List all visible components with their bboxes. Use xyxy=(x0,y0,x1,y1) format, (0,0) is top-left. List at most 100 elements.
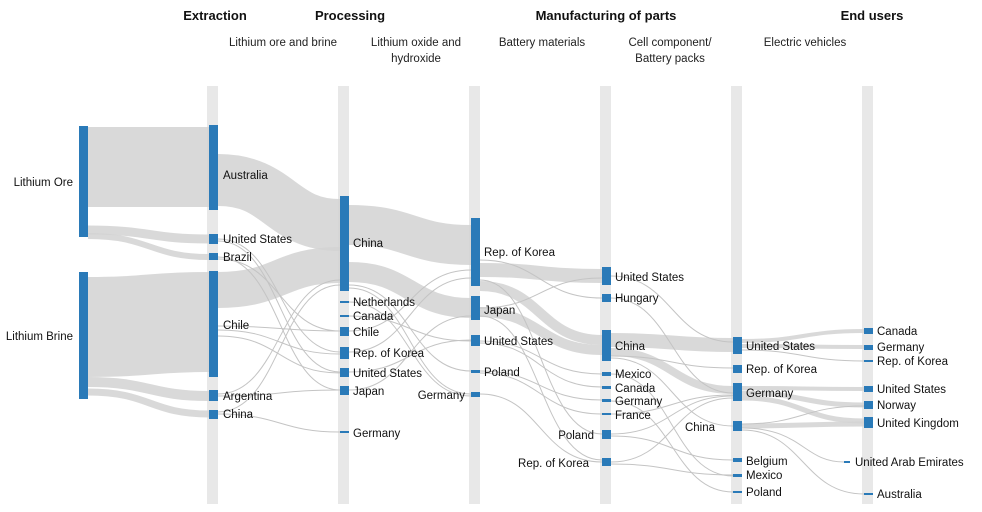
label-china-extraction: China xyxy=(223,409,254,421)
flow-chile-china xyxy=(217,247,341,308)
flow-us-canada xyxy=(479,342,603,388)
label-lithium-ore: Lithium Ore xyxy=(14,177,73,189)
node-canada-processing xyxy=(340,315,349,317)
flow-poland-germany xyxy=(479,370,603,401)
flow-chile-us xyxy=(217,335,341,374)
stage-title-processing: Processing xyxy=(315,8,385,23)
node-us-materials xyxy=(471,335,480,346)
flow-us-germany-eu xyxy=(741,344,865,349)
node-belgium-ev xyxy=(733,458,742,462)
flow-china-uk-eu xyxy=(741,421,865,429)
flow-china-japan xyxy=(348,262,472,318)
node-china-processing xyxy=(340,196,349,291)
flow-australia-china xyxy=(216,154,342,251)
label-france-cells: France xyxy=(615,410,651,422)
node-germany-end xyxy=(864,345,873,350)
flow-korea-mexico-ev xyxy=(610,463,734,476)
flow-poland-germany-ev xyxy=(610,395,734,435)
label-belgium-ev: Belgium xyxy=(746,456,788,468)
flow-china-us-ev xyxy=(610,333,734,352)
flow-japan-china xyxy=(479,307,603,355)
node-us-processing xyxy=(340,368,349,377)
label-argentina-extraction: Argentina xyxy=(223,391,273,403)
flow-germany-korea xyxy=(479,393,603,463)
flow-poland-belgium-ev xyxy=(610,435,734,461)
flow-ore-brazil xyxy=(87,233,210,260)
node-poland-ev xyxy=(733,491,742,493)
flow-china-germany xyxy=(217,413,341,433)
node-germany-ev xyxy=(733,383,742,401)
label-us-cells: United States xyxy=(615,272,684,284)
node-lithium-ore xyxy=(79,126,88,237)
label-canada-processing: Canada xyxy=(353,311,394,323)
node-mexico-cells xyxy=(602,372,611,376)
guide-col-2 xyxy=(338,86,349,504)
node-uae-end xyxy=(844,461,850,463)
flow-japan-korea xyxy=(479,315,603,461)
flow-hungary-germany-ev xyxy=(610,297,734,394)
subtitle-oxide-line2: hydroxide xyxy=(391,53,441,65)
node-hungary-cells xyxy=(602,294,611,302)
label-korea-ev: Rep. of Korea xyxy=(746,364,818,376)
flow-china-uae-eu xyxy=(741,427,845,463)
label-us-materials: United States xyxy=(484,336,553,348)
node-china-cells xyxy=(602,330,611,361)
label-mexico-cells: Mexico xyxy=(615,369,651,381)
node-france-cells xyxy=(602,413,611,415)
label-germany-materials: Germany xyxy=(418,390,466,402)
node-australia-extraction xyxy=(209,125,218,210)
flow-chile-chile xyxy=(217,325,341,332)
subtitle-battery-materials: Battery materials xyxy=(499,37,586,49)
label-canada-end: Canada xyxy=(877,326,918,338)
flow-korea-germany-ev xyxy=(610,397,734,463)
flow-us-proc-us xyxy=(348,339,472,373)
node-china-ev xyxy=(733,421,742,431)
label-uae-end: United Arab Emirates xyxy=(855,457,964,469)
node-korea-ev xyxy=(733,365,742,373)
flow-china-china-ev xyxy=(610,357,734,427)
node-germany-cells xyxy=(602,399,611,402)
label-australia-extraction: Australia xyxy=(223,170,268,182)
flow-us-canada-eu xyxy=(741,329,865,343)
label-poland-materials: Poland xyxy=(484,367,520,379)
flow-germany-poland-ev xyxy=(610,400,734,493)
label-us-ev: United States xyxy=(746,341,815,353)
flow-germany-uk-eu xyxy=(741,395,865,424)
flow-china-norway-eu xyxy=(741,405,865,425)
subtitle-electric-vehicles: Electric vehicles xyxy=(764,37,847,49)
flow-us-us-ev xyxy=(610,275,734,343)
flow-ore-united-states xyxy=(87,225,210,244)
node-australia-end xyxy=(864,493,873,495)
flow-china-korea xyxy=(348,205,472,265)
flow-korea-hungary xyxy=(479,259,603,299)
label-netherlands-processing: Netherlands xyxy=(353,297,415,309)
flow-brine-chile xyxy=(87,272,210,377)
flow-korea-china xyxy=(479,281,603,345)
flow-brine-china xyxy=(87,388,210,418)
flow-canada-us xyxy=(348,315,472,342)
node-lithium-brine xyxy=(79,272,88,399)
label-poland-ev: Poland xyxy=(746,487,782,499)
subtitle-cell-line2: Battery packs xyxy=(635,53,705,65)
flow-us-mexico xyxy=(479,340,603,375)
node-united-states-extraction xyxy=(209,234,218,244)
guide-col-3 xyxy=(469,86,480,504)
stage-title-manufacturing: Manufacturing of parts xyxy=(536,8,677,23)
flow-chile-korea xyxy=(217,329,341,355)
label-china-processing: China xyxy=(353,238,384,250)
flow-china-germany-bm xyxy=(348,287,472,395)
node-poland-materials xyxy=(471,370,480,373)
node-us-end xyxy=(864,386,873,392)
node-canada-cells xyxy=(602,386,611,389)
label-germany-end: Germany xyxy=(877,342,925,354)
flow-japan-japan xyxy=(348,315,472,391)
node-uk-end xyxy=(864,417,873,428)
flow-mexico-mexico-ev xyxy=(610,373,734,477)
node-korea-processing xyxy=(340,347,349,359)
node-us-ev xyxy=(733,337,742,354)
node-japan-materials xyxy=(471,296,480,320)
node-brazil-extraction xyxy=(209,253,218,260)
label-australia-end: Australia xyxy=(877,489,922,501)
label-uk-end: United Kingdom xyxy=(877,418,959,430)
